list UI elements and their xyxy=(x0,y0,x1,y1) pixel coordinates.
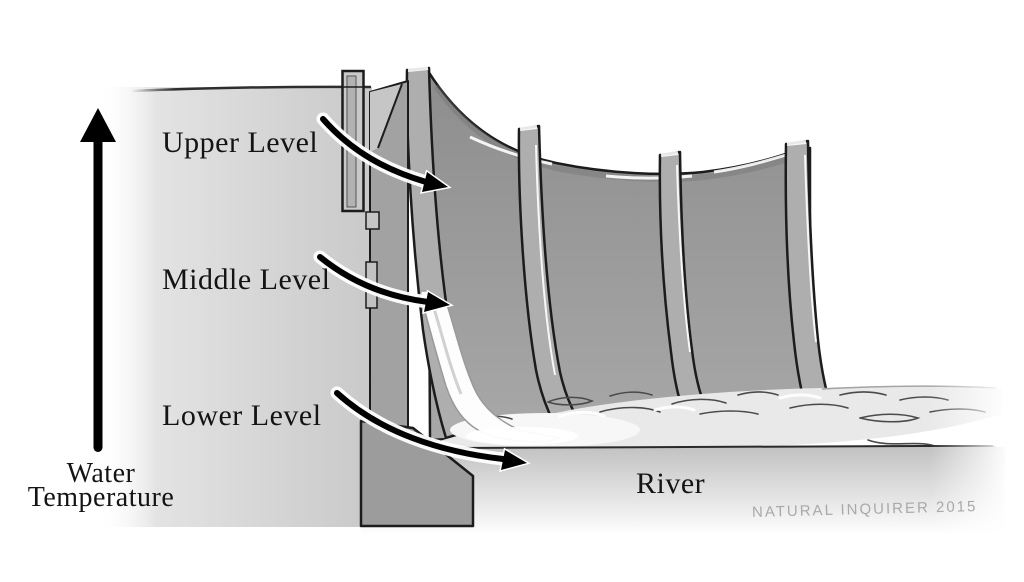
river-label: River xyxy=(636,467,706,500)
water-temperature-arrow xyxy=(80,108,116,452)
tower-step xyxy=(365,211,380,230)
lower-level-label: Lower Level xyxy=(162,399,322,432)
dam-wall xyxy=(426,69,812,442)
river-foam-lines xyxy=(558,393,822,418)
bank-edge-line xyxy=(451,445,994,449)
upper-level-label: Upper Level xyxy=(162,126,319,159)
middle-level-label: Middle Level xyxy=(162,263,331,296)
waterfall xyxy=(419,290,578,445)
middle-level-flow-arrow xyxy=(313,250,454,315)
water-temperature-axis-label: Water Temperature xyxy=(14,460,188,513)
water-temperature-line2: Temperature xyxy=(27,482,175,513)
reservoir-surface-line xyxy=(130,85,372,93)
tower-crest-top xyxy=(370,84,402,152)
reservoir xyxy=(96,85,372,527)
pier-highlights xyxy=(407,66,817,376)
splash-pool xyxy=(466,427,578,445)
lower-level-flow-arrow xyxy=(330,386,531,473)
upper-level-flow-arrow xyxy=(316,112,452,194)
water-temperature-line1: Water xyxy=(66,458,136,489)
dam-foundation xyxy=(359,419,475,528)
